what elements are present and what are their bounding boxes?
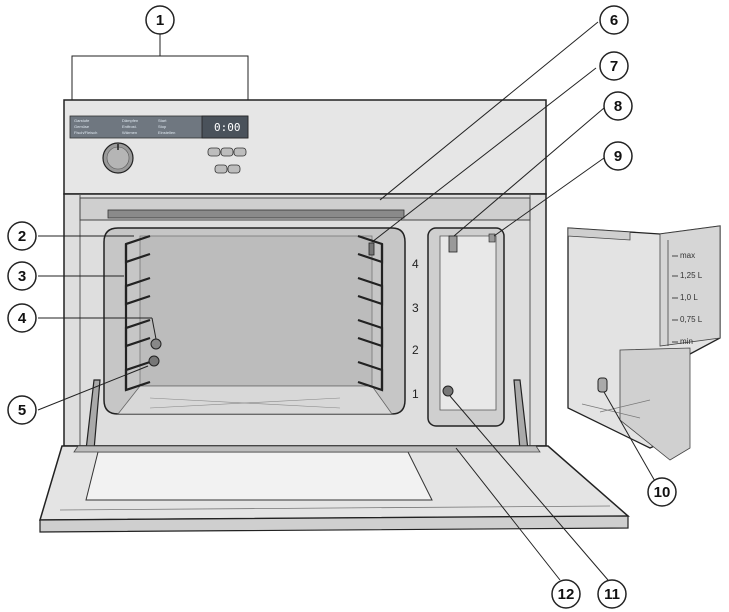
fill-scale	[672, 255, 678, 343]
callouts: 1 2 3 4 5 6 7 8	[7, 5, 677, 609]
container-connector	[448, 235, 458, 253]
shelf-level-1: 1	[412, 387, 419, 401]
scale-1-25: 1,25 L	[680, 271, 703, 280]
callout-5: 5	[7, 395, 37, 425]
cavity-floor	[117, 385, 393, 415]
callout-10-number: 10	[654, 484, 671, 501]
container-compartment	[427, 227, 505, 427]
callout-3: 3	[7, 261, 37, 291]
callout-7: 7	[599, 51, 629, 81]
callout-8: 8	[603, 91, 633, 121]
shelf-level-4: 4	[412, 257, 419, 271]
digital-display	[201, 115, 249, 139]
container-valve	[597, 377, 608, 393]
scale-0-75: 0,75 L	[680, 315, 703, 324]
button-center-right[interactable]	[233, 147, 247, 157]
callout-3-number: 3	[18, 268, 26, 285]
panel-col2-2: Wärmen	[122, 130, 137, 135]
callout-12: 12	[551, 579, 581, 609]
button-center-left[interactable]	[220, 147, 234, 157]
callout-9: 9	[603, 141, 633, 171]
panel-col2-1: Entfrost.	[122, 124, 137, 129]
drip-outlet	[442, 385, 454, 397]
callout-9-number: 9	[614, 148, 622, 165]
callout-4-number: 4	[18, 310, 27, 327]
program-panel-text: Garstufe Gemüse Fisch/Fleisch Dämpfen En…	[74, 118, 175, 135]
steam-inlet	[148, 355, 160, 367]
door-window	[85, 451, 433, 501]
leader-lines	[37, 21, 661, 581]
right-side-runners	[357, 234, 384, 392]
panel-col3-2: Einstellen	[158, 130, 175, 135]
callout-5-number: 5	[18, 402, 26, 419]
compartment-vent	[488, 233, 496, 243]
shelf-level-2: 2	[412, 343, 419, 357]
scale-1-0: 1,0 L	[680, 293, 698, 302]
callout-6-number: 6	[610, 12, 618, 29]
control-panel	[63, 99, 547, 195]
callout-2: 2	[7, 221, 37, 251]
scale-min: min	[680, 337, 693, 346]
callout-7-number: 7	[610, 58, 618, 75]
callout-1-number: 1	[156, 12, 164, 29]
control-buttons	[207, 147, 247, 174]
scale-max: max	[680, 251, 695, 260]
callout-11: 11	[597, 579, 627, 609]
panel-col1-1: Gemüse	[74, 124, 90, 129]
button-lower-left[interactable]	[214, 164, 228, 174]
callout-8-number: 8	[614, 98, 622, 115]
drip-channel	[73, 445, 541, 453]
steam-outlet	[368, 242, 375, 256]
left-side-runners	[124, 234, 151, 392]
callout-11-number: 11	[604, 586, 620, 603]
oven-cavity: 4 3 2 1	[103, 227, 419, 415]
panel-col1-2: Fisch/Fleisch	[74, 130, 97, 135]
panel-col3-1: Stop	[158, 124, 167, 129]
shelf-level-3: 3	[412, 301, 419, 315]
oven-door	[38, 445, 630, 533]
panel-col1-0: Garstufe	[74, 118, 90, 123]
panel-col2-0: Dämpfen	[122, 118, 138, 123]
panel-col3-0: Start	[158, 118, 167, 123]
callout-12-number: 12	[558, 586, 575, 603]
button-left[interactable]	[207, 147, 221, 157]
callout-4: 4	[7, 303, 37, 333]
callout-1: 1	[145, 5, 175, 35]
temperature-sensor	[150, 338, 162, 350]
button-lower-right[interactable]	[227, 164, 241, 174]
callout-10: 10	[647, 477, 677, 507]
callout-6: 6	[599, 5, 629, 35]
callout-2-number: 2	[18, 228, 26, 245]
water-container: max 1,25 L 1,0 L 0,75 L min	[567, 225, 721, 461]
display-readout: 0:00	[214, 121, 241, 134]
